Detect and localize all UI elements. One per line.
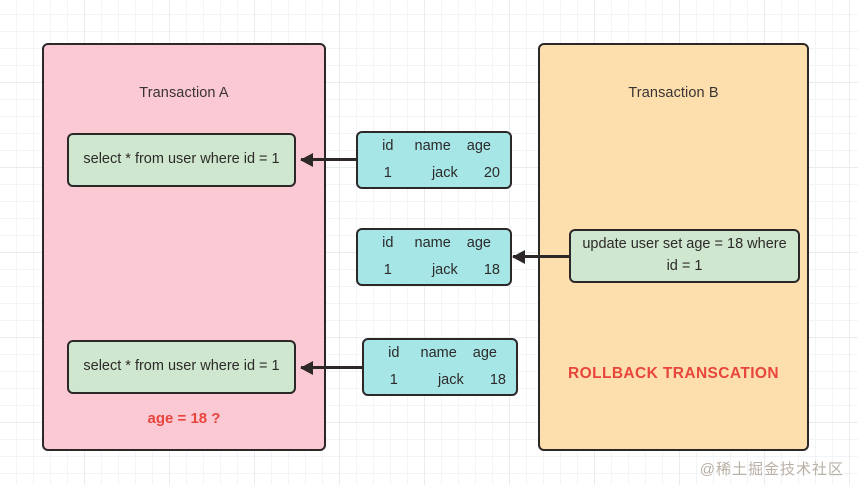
cell-age: 18	[483, 262, 500, 278]
header-name: name	[414, 138, 451, 155]
table-data-row: 1 jack 20	[368, 160, 500, 187]
header-id: id	[382, 235, 394, 252]
header-age: age	[472, 345, 497, 362]
cell-id: 1	[389, 372, 398, 388]
table-header-row: id name age	[368, 133, 500, 160]
header-age: age	[466, 235, 491, 252]
table-header-row: id name age	[374, 340, 506, 367]
table-data-row: 1 jack 18	[374, 367, 506, 394]
result-table-3: id name age 1 jack 18	[362, 338, 518, 396]
header-name: name	[414, 235, 451, 252]
statement-select-second: select * from user where id = 1	[67, 340, 296, 394]
table-data-row: 1 jack 18	[368, 257, 500, 284]
cell-name: jack	[437, 372, 464, 388]
cell-id: 1	[383, 262, 392, 278]
statement-update: update user set age = 18 where id = 1	[569, 229, 800, 283]
result-table-2: id name age 1 jack 18	[356, 228, 512, 286]
rollback-annotation: ROLLBACK TRANSCATION	[568, 365, 779, 382]
watermark: @稀土掘金技术社区	[699, 461, 844, 478]
statement-select-first: select * from user where id = 1	[67, 133, 296, 187]
result-table-1: id name age 1 jack 20	[356, 131, 512, 189]
cell-age: 18	[489, 372, 506, 388]
age-question-annotation: age = 18 ?	[147, 410, 221, 427]
header-id: id	[382, 138, 394, 155]
transaction-a-title: Transaction A	[139, 85, 229, 101]
cell-name: jack	[431, 262, 458, 278]
transaction-b-title: Transaction B	[628, 85, 719, 101]
arrow-table3-to-select2	[301, 366, 362, 369]
cell-id: 1	[383, 165, 392, 181]
arrow-update-to-table2	[513, 255, 570, 258]
cell-name: jack	[431, 165, 458, 181]
cell-age: 20	[483, 165, 500, 181]
table-header-row: id name age	[368, 230, 500, 257]
header-name: name	[420, 345, 457, 362]
header-id: id	[388, 345, 400, 362]
arrow-table1-to-select1	[301, 158, 356, 161]
header-age: age	[466, 138, 491, 155]
